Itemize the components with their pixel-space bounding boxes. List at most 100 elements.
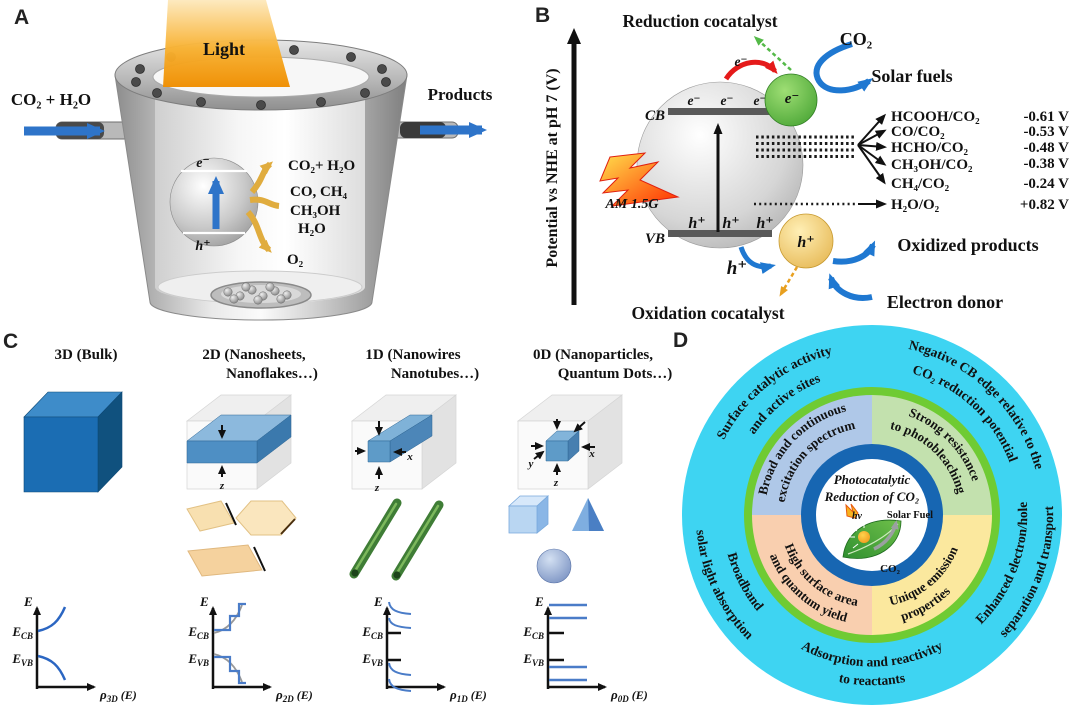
reduction-cocatalyst-label: Reduction cocatalyst xyxy=(622,11,777,31)
e-axis-label: E xyxy=(373,594,383,609)
light-label: Light xyxy=(203,39,245,59)
center-circle xyxy=(816,459,928,571)
dos-curve-2d xyxy=(213,602,246,685)
nanowire-cube: x z xyxy=(350,394,458,494)
oxidized-products-label: Oxidized products xyxy=(897,235,1038,255)
redox-potential: -0.24 V xyxy=(1023,176,1069,192)
conversion-arrow xyxy=(873,520,899,551)
col-header: Quantum Dots…) xyxy=(558,366,673,382)
redox-couple: HCOOH/CO₂ xyxy=(891,109,980,125)
quantum-dot-shapes xyxy=(507,495,604,584)
dos-levels-0d xyxy=(549,603,587,682)
center-content: Photocatalytic Reduction of CO₂ hv Solar… xyxy=(824,472,934,575)
center-title: Photocatalytic xyxy=(834,472,911,487)
ecb-label: ECB xyxy=(11,624,33,641)
sun-icon xyxy=(858,531,870,543)
redox-potential: +0.82 V xyxy=(1020,197,1069,213)
light-beam xyxy=(163,0,290,87)
rho-label: ρ1D(E) xyxy=(449,687,487,704)
panel-a-label: A xyxy=(14,6,29,29)
center-co2-label: CO₂ xyxy=(880,563,901,575)
panel-a: Light e⁻ h⁺ A CO₂ + H₂O Products CO₂+ H₂… xyxy=(11,0,493,321)
panel-d-label: D xyxy=(673,329,688,352)
panel-b: B Potential vs NHE at pH 7 (V) AM 1.5G C… xyxy=(535,4,1069,323)
rho-label: ρ2D(E) xyxy=(275,687,313,704)
potential-axis-label: Potential vs NHE at pH 7 (V) xyxy=(544,68,561,267)
photocatalyst-sphere: e⁻ h⁺ xyxy=(169,156,259,254)
product-arrows xyxy=(245,161,280,253)
evb-label: EVB xyxy=(522,651,544,668)
redox-couple: HCHO/CO₂ xyxy=(891,140,969,156)
redox-potential: -0.53 V xyxy=(1023,124,1069,140)
bulk-cube xyxy=(23,391,123,493)
transfer-electron: e⁻ xyxy=(734,54,747,69)
e-axis-label: E xyxy=(199,594,209,609)
redox-dotted-band xyxy=(756,135,856,158)
col-header: 0D (Nanoparticles, xyxy=(533,347,653,363)
col-header: Nanotubes…) xyxy=(391,366,479,382)
vb-hole: h⁺ xyxy=(688,215,705,232)
inlet-label: CO₂ + H₂O xyxy=(11,90,91,109)
nanowire-rods xyxy=(349,498,444,581)
nanosheet-shapes xyxy=(186,500,297,577)
panel-b-label: B xyxy=(535,4,550,27)
z-axis-label: z xyxy=(553,477,559,489)
ecb-label: ECB xyxy=(522,624,544,641)
rho-label: ρ3D(E) xyxy=(99,687,137,704)
vb-hole: h⁺ xyxy=(756,215,773,232)
reduction-cocatalyst-sphere xyxy=(764,73,818,127)
hv-label: hv xyxy=(852,511,863,522)
col-header: 2D (Nanosheets, xyxy=(202,347,306,363)
ecb-label: ECB xyxy=(187,624,209,641)
dos-curve-1d xyxy=(388,601,412,692)
co2-to-fuels-arrow xyxy=(813,41,874,94)
y-axis-label: y xyxy=(527,458,534,470)
flash-icon xyxy=(845,503,859,519)
transfer-hole: h⁺ xyxy=(727,258,748,279)
col-header: 1D (Nanowires xyxy=(365,347,460,363)
redox-couple: CH₃OH/CO₂ xyxy=(891,157,973,173)
redox-potential: -0.48 V xyxy=(1023,140,1069,156)
redox-potential: -0.38 V xyxy=(1023,156,1069,172)
reduction-dashed-arrow xyxy=(753,35,792,71)
electron-label: e⁻ xyxy=(196,156,210,171)
oxidation-cocatalyst-label: Oxidation cocatalyst xyxy=(631,303,784,323)
lightning-icon xyxy=(599,152,680,207)
oxidation-cocatalyst-sphere xyxy=(778,213,834,269)
col-header: 3D (Bulk) xyxy=(55,347,118,363)
cb-electron: e⁻ xyxy=(687,93,700,108)
vb-label: VB xyxy=(645,231,665,247)
vb-hole: h⁺ xyxy=(722,215,739,232)
outer-text-bottom: to reactants xyxy=(838,670,906,688)
dos-ticks-0d xyxy=(549,631,564,662)
electron-donor-arrow xyxy=(828,273,873,301)
electron-transfer-arrow xyxy=(723,59,778,81)
redox-couple: CH₄/CO₂ xyxy=(891,176,950,192)
dos-ticks-1d xyxy=(388,631,401,662)
hole-label: h⁺ xyxy=(195,239,210,254)
oxidized-products-arrow xyxy=(832,240,876,265)
product-co-ch4: CO, CH₄ xyxy=(290,184,348,200)
x-axis-label: x xyxy=(588,448,595,460)
product-o2: O₂ xyxy=(287,252,304,268)
cb-electron: e⁻ xyxy=(720,93,733,108)
electron-donor-label: Electron donor xyxy=(887,292,1003,312)
dos-curve-3d xyxy=(37,606,67,681)
hole-transfer-arrow xyxy=(738,246,776,274)
dos-graphs: E E E E ECB EVB ECB EVB ECB EVB ECB EVB … xyxy=(11,594,647,704)
cb-label: CB xyxy=(645,108,665,124)
evb-label: EVB xyxy=(11,651,33,668)
e-axis-label: E xyxy=(534,594,544,609)
redox-fan-arrows xyxy=(857,113,887,209)
redox-couple: H₂O/O₂ xyxy=(891,197,940,213)
ecb-label: ECB xyxy=(361,624,383,641)
panel-c-label: C xyxy=(3,330,18,353)
panel-d: D Surface catalytic activity and active … xyxy=(673,325,1062,705)
product-co2-h2o: CO₂+ H₂O xyxy=(288,158,355,174)
panel-c: C 3D (Bulk) 2D (Nanosheets, Nanoflakes…)… xyxy=(3,330,673,704)
cocatalyst-hole: h⁺ xyxy=(797,234,814,251)
evb-label: EVB xyxy=(187,651,209,668)
evb-label: EVB xyxy=(361,651,383,668)
cb-bar xyxy=(668,108,772,115)
